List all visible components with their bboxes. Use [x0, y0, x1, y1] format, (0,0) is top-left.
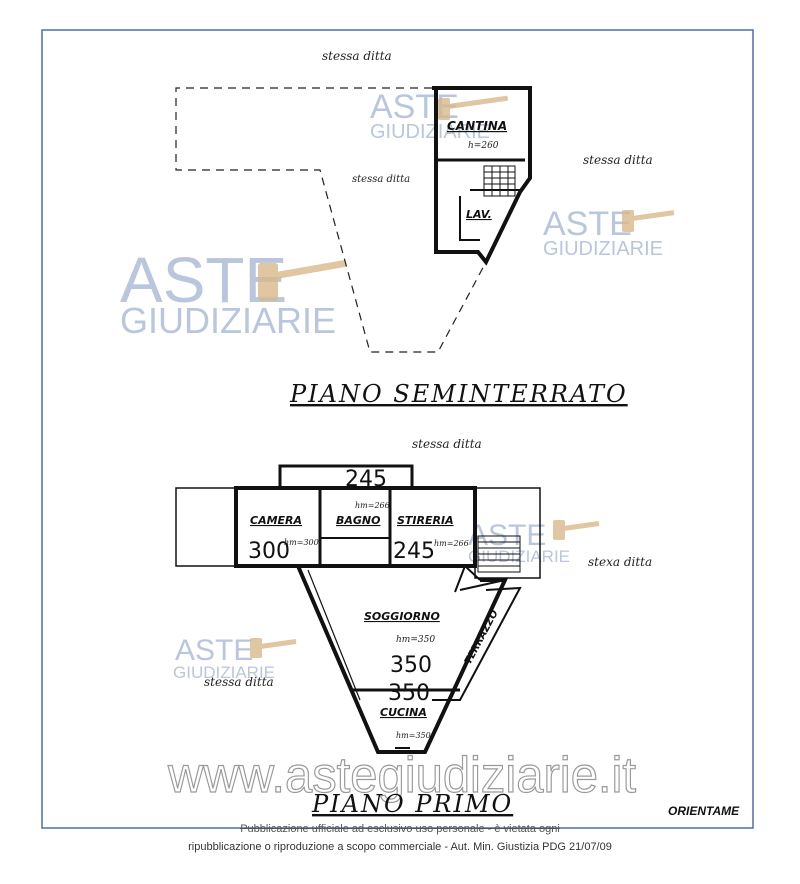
- height-label-cucina: hm=350: [396, 731, 431, 740]
- orientation-label: ORIENTAME: [668, 804, 740, 818]
- height-label-camera: hm=300: [284, 538, 319, 547]
- watermark-5: ASTE GIUDIZIARIE: [173, 634, 275, 682]
- basement-title: PIANO SEMINTERRATO: [289, 380, 628, 408]
- height-label-bagno: hm=266: [355, 501, 390, 510]
- watermark-2: ASTE GIUDIZIARIE: [543, 205, 663, 260]
- dimension-245-stireria: 245: [393, 539, 435, 564]
- dimension-300: 300: [248, 539, 290, 564]
- basement-neighbour-outline: [175, 87, 487, 353]
- room-label-camera: CAMERA: [250, 514, 302, 527]
- watermark-1: ASTE GIUDIZIARIE: [370, 88, 490, 143]
- watermark-aste: ASTE: [543, 205, 632, 243]
- watermark-giudiziarie: GIUDIZIARIE: [120, 300, 336, 341]
- footer-line-1: Pubblicazione ufficiale ad esclusivo uso…: [240, 823, 560, 835]
- room-label-lav: LAV.: [466, 208, 492, 221]
- watermark-giudiziarie: GIUDIZIARIE: [543, 238, 663, 260]
- room-label-soggiorno: SOGGIORNO: [364, 610, 440, 623]
- height-label-cantina: h=260: [468, 141, 499, 151]
- dimension-350-cucina: 350: [388, 681, 430, 706]
- watermark-url: www.astegiudiziarie.it: [167, 747, 636, 803]
- dimension-245-top: 245: [345, 467, 387, 492]
- dimension-350-soggiorno: 350: [390, 653, 432, 678]
- room-label-stireria: STIRERIA: [397, 514, 454, 527]
- watermark-3: ASTE GIUDIZIARIE: [120, 244, 336, 341]
- label-same-owner-basement-right: stessa ditta: [583, 153, 653, 167]
- watermark-giudiziarie: GIUDIZIARIE: [173, 663, 275, 682]
- label-same-owner-first-left: stessa ditta: [204, 675, 274, 689]
- basement-unit: [432, 86, 532, 266]
- first-floor-title: PIANO PRIMO: [311, 790, 513, 818]
- label-same-owner-top: stessa ditta: [322, 49, 392, 63]
- page-frame: [41, 29, 754, 829]
- watermark-aste: ASTE: [175, 634, 253, 667]
- height-label-soggiorno: hm=350: [396, 635, 435, 645]
- room-label-cucina: CUCINA: [380, 706, 427, 719]
- room-label-bagno: BAGNO: [336, 514, 380, 527]
- watermark-giudiziarie: GIUDIZIARIE: [370, 121, 490, 143]
- room-label-cantina: CANTINA: [447, 119, 507, 133]
- first-floor-unit: [175, 464, 541, 754]
- label-same-owner-first-right: stexa ditta: [588, 555, 652, 569]
- watermark-giudiziarie: GIUDIZIARIE: [468, 547, 570, 566]
- label-same-owner-first-top: stessa ditta: [412, 437, 482, 451]
- footer-line-2: ripubblicazione o riproduzione a scopo c…: [188, 841, 612, 853]
- footer-notice: Pubblicazione ufficiale ad esclusivo uso…: [0, 820, 800, 856]
- label-same-owner-basement-left: stessa ditta: [352, 174, 410, 185]
- height-label-stireria: hm=266: [434, 539, 469, 548]
- gavel-icon: [250, 95, 675, 658]
